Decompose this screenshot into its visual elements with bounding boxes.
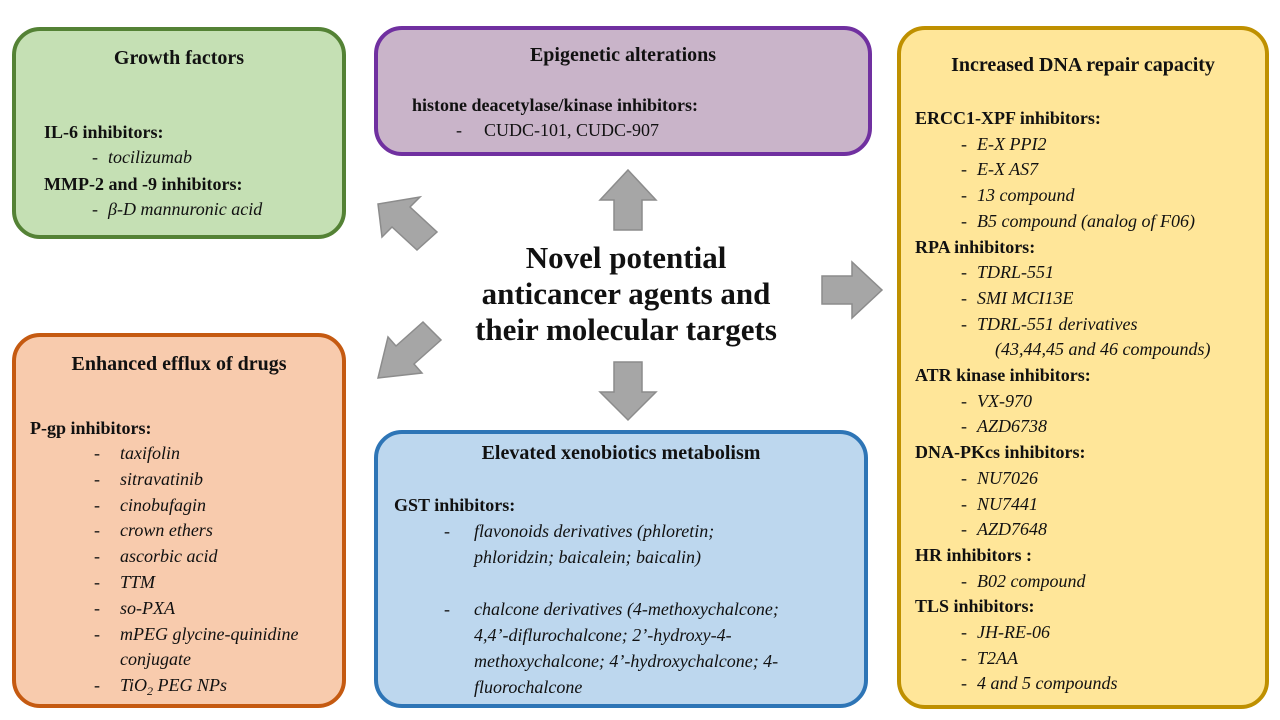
group-label: MMP-2 and -9 inhibitors: (44, 173, 243, 194)
efflux-title: Enhanced efflux of drugs (71, 353, 287, 375)
list-item: AZD6738 (915, 414, 1265, 440)
tio2-suffix: PEG NPs (153, 675, 228, 696)
item-list: β-D mannuronic acid (44, 197, 342, 223)
group-label: P-gp inhibitors: (30, 418, 152, 438)
item-list: B02 compound (915, 569, 1265, 595)
list-item: E-X AS7 (915, 157, 1265, 183)
list-item: so-PXA (30, 596, 342, 622)
dna-repair-title: Increased DNA repair capacity (951, 54, 1215, 76)
list-item: AZD7648 (915, 517, 1265, 543)
item-list: TDRL-551 SMI MCI13E TDRL-551 derivatives… (915, 260, 1265, 363)
list-item: taxifolin (30, 441, 342, 467)
group-label: ERCC1-XPF inhibitors: (915, 108, 1101, 128)
item-list: JH-RE-06 T2AA 4 and 5 compounds (915, 620, 1265, 697)
continuation-text: (43,44,45 and 46 compounds) (995, 339, 1211, 360)
list-item: chalcone derivatives (4-methoxychalcone; (394, 596, 864, 622)
dna-repair-box: Increased DNA repair capacity ERCC1-XPF … (897, 26, 1269, 709)
center-title-line: their molecular targets (475, 312, 777, 347)
group-label: ATR kinase inhibitors: (915, 365, 1091, 386)
list-item: E-X PPI2 (915, 132, 1265, 158)
list-item: 4 and 5 compounds (915, 671, 1265, 697)
xenobiotics-title: Elevated xenobiotics metabolism (481, 442, 761, 464)
list-item: sitravatinib (30, 467, 342, 493)
list-item-continuation: phloridzin; baicalein; baicalin) (474, 547, 701, 567)
arrow-up (598, 168, 658, 231)
arrow-right (821, 260, 884, 320)
list-item: flavonoids derivatives (phloretin; (394, 518, 864, 544)
list-item: β-D mannuronic acid (44, 197, 342, 223)
tio2-subscript: 2 (147, 684, 154, 699)
item-list: tocilizumab (44, 145, 342, 171)
group-label: IL-6 inhibitors: (44, 122, 164, 142)
item-list: E-X PPI2 E-X AS7 13 compound B5 compound… (915, 132, 1265, 235)
center-title-line: Novel potential (525, 240, 727, 275)
list-item: JH-RE-06 (915, 620, 1265, 646)
list-item-continuation: methoxychalcone; 4’-hydroxychalcone; 4- (474, 651, 779, 671)
arrow-down-left (377, 320, 443, 379)
list-item: 13 compound (915, 183, 1265, 209)
list-item-continuation: fluorochalcone (474, 677, 583, 697)
list-item-continuation: conjugate (30, 647, 342, 673)
list-item: NU7441 (915, 492, 1265, 518)
xenobiotics-box: Elevated xenobiotics metabolism GST inhi… (374, 430, 868, 708)
list-item: T2AA (915, 646, 1265, 672)
list-item: TDRL-551 derivatives (915, 312, 1265, 338)
list-item: TDRL-551 (915, 260, 1265, 286)
list-item: B02 compound (915, 569, 1265, 595)
tio2-prefix: TiO (120, 675, 148, 696)
list-item: ascorbic acid (30, 544, 342, 570)
list-item: SMI MCI13E (915, 286, 1265, 312)
group-label: DNA-PKcs inhibitors: (915, 442, 1086, 463)
epigenetic-alterations-title: Epigenetic alterations (529, 44, 717, 66)
list-item: TiO2 PEG NPs (30, 673, 342, 701)
item-list: flavonoids derivatives (phloretin; phlor… (394, 518, 864, 700)
list-item: TTM (30, 570, 342, 596)
epigenetic-alterations-box: Epigenetic alterations histone deacetyla… (374, 26, 872, 156)
list-item: VX-970 (915, 389, 1265, 415)
efflux-box: Enhanced efflux of drugs P-gp inhibitors… (12, 333, 346, 708)
arrow-up-left (377, 195, 439, 252)
group-label: HR inhibitors : (915, 544, 1033, 565)
dna-repair-content: ERCC1-XPF inhibitors: E-X PPI2 E-X AS7 1… (901, 78, 1265, 697)
continuation-text: conjugate (120, 649, 191, 670)
xenobiotics-content: GST inhibitors: flavonoids derivatives (… (378, 466, 864, 700)
arrow-down (598, 361, 658, 422)
epigenetic-content: histone deacetylase/kinase inhibitors: C… (378, 68, 868, 144)
item-list: taxifolin sitravatinib cinobufagin crown… (30, 441, 342, 701)
center-title: Novel potential anticancer agents and th… (436, 240, 816, 348)
growth-factors-title: Growth factors (113, 47, 245, 69)
item-list: VX-970 AZD6738 (915, 389, 1265, 440)
group-label: RPA inhibitors: (915, 236, 1036, 257)
item-list: NU7026 NU7441 AZD7648 (915, 466, 1265, 543)
growth-factors-content: IL-6 inhibitors: tocilizumab MMP-2 and -… (16, 71, 342, 223)
growth-factors-box: Growth factors IL-6 inhibitors: tocilizu… (12, 27, 346, 239)
list-item: cinobufagin (30, 493, 342, 519)
list-item-continuation: (43,44,45 and 46 compounds) (915, 337, 1265, 363)
efflux-content: P-gp inhibitors: taxifolin sitravatinib … (16, 377, 342, 701)
group-label: histone deacetylase/kinase inhibitors: (412, 95, 699, 115)
list-item: mPEG glycine-quinidine (30, 622, 342, 648)
center-title-line: anticancer agents and (481, 276, 771, 311)
list-item: B5 compound (analog of F06) (915, 209, 1265, 235)
list-item: NU7026 (915, 466, 1265, 492)
list-item-continuation: 4,4’-diflurochalcone; 2’-hydroxy-4- (474, 625, 732, 645)
list-item: crown ethers (30, 518, 342, 544)
list-item: tocilizumab (44, 145, 342, 171)
list-item: CUDC-101, CUDC-907 (412, 118, 868, 144)
group-label: TLS inhibitors: (915, 596, 1035, 617)
item-list: CUDC-101, CUDC-907 (412, 118, 868, 144)
group-label: GST inhibitors: (394, 495, 516, 515)
